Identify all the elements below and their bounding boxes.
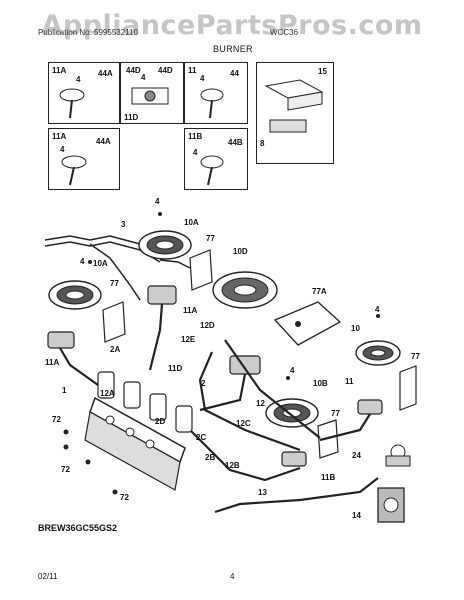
detail-panel-11 (184, 62, 248, 124)
screws (63, 212, 380, 495)
section-title: BURNER (213, 44, 253, 54)
callout: 2B (205, 453, 215, 462)
panel-label-44b: 44B (228, 138, 243, 147)
callout: 4 (80, 257, 85, 266)
panel-label-44a-alt: 44A (96, 137, 111, 146)
callout: 14 (352, 511, 361, 520)
spark-module-icon (264, 79, 324, 133)
panel-label-11: 11 (188, 66, 197, 75)
footer-date: 02/11 (38, 572, 58, 581)
callout: 77 (331, 409, 340, 418)
callout: 3 (121, 220, 126, 229)
panel-label-11a: 11A (52, 66, 66, 75)
panel-label-11a-alt: 11A (52, 132, 66, 141)
detail-panel-11a (48, 62, 120, 124)
gas-tubing (59, 303, 379, 514)
callout: 2C (196, 433, 206, 442)
callout: 12E (181, 335, 196, 344)
spark-electrode-24 (385, 444, 411, 467)
burner-10d-large (212, 271, 278, 309)
model-number: BREW36GC55GS2 (38, 523, 118, 533)
publication-number: Publication No. 5995532110 (38, 28, 138, 37)
detail-panel-15-8 (256, 62, 334, 164)
callout: 72 (120, 493, 129, 502)
callout: 12 (256, 399, 265, 408)
page-number: 4 (230, 572, 235, 581)
callout: 2 (201, 379, 206, 388)
burner-head-icon (59, 88, 85, 119)
callout: 72 (61, 465, 70, 474)
callout: 4 (290, 366, 295, 375)
callout: 4 (375, 305, 380, 314)
callout: 2D (155, 417, 165, 426)
callout: 77A (312, 287, 327, 296)
callout: 77 (411, 352, 420, 361)
callout: 72 (52, 415, 61, 424)
callout: 12C (236, 419, 251, 428)
panel-label-4b: 4 (141, 73, 146, 82)
burner-head-icon (200, 88, 224, 119)
callout: 10A (93, 259, 108, 268)
burner-bracket-icon (131, 87, 169, 105)
callout: 4 (155, 197, 160, 206)
burner-10a-top (138, 230, 192, 260)
burner-10 (355, 340, 401, 366)
burner-head-icon (61, 155, 87, 186)
callout: 11D (168, 364, 182, 373)
panel-label-44a: 44A (98, 69, 113, 78)
callout: 12B (225, 461, 240, 470)
callout: 2A (110, 345, 120, 354)
panel-label-11b: 11B (188, 132, 202, 141)
callout: 11A (183, 306, 197, 315)
panel-label-11d: 11D (124, 113, 138, 122)
bracket-77a (273, 301, 342, 346)
manifold-assembly (84, 396, 186, 491)
callout: 11B (321, 473, 335, 482)
pressure-regulator (377, 487, 405, 523)
panel-label-8: 8 (260, 139, 265, 148)
callout: 12A (100, 389, 115, 398)
panel-label-4: 4 (76, 75, 81, 84)
callout: 24 (352, 451, 361, 460)
callout: 10A (184, 218, 199, 227)
panel-label-44: 44 (230, 69, 239, 78)
callout: 13 (258, 488, 267, 497)
panel-label-4c: 4 (200, 74, 205, 83)
model-series: WCC36 (270, 28, 299, 37)
callout: 77 (110, 279, 119, 288)
watermark: AppliancePartsPros.com (41, 10, 423, 41)
panel-label-4d: 4 (60, 145, 65, 154)
panel-label-15: 15 (318, 67, 327, 76)
callout: 10D (233, 247, 248, 256)
callout: 10B (313, 379, 328, 388)
callout: 10 (351, 324, 360, 333)
burner-10a-left (48, 280, 102, 310)
burner-head-icon (200, 155, 224, 186)
callout: 11 (345, 377, 354, 386)
panel-label-44d-b: 44D (158, 66, 173, 75)
valve-knobs (97, 371, 193, 433)
callout: 1 (62, 386, 67, 395)
panel-label-4e: 4 (193, 148, 198, 157)
burner-10b (265, 398, 319, 428)
callout: 77 (206, 234, 215, 243)
callout: 11A (45, 358, 59, 367)
panel-label-44d: 44D (126, 66, 141, 75)
callout: 12D (200, 321, 215, 330)
